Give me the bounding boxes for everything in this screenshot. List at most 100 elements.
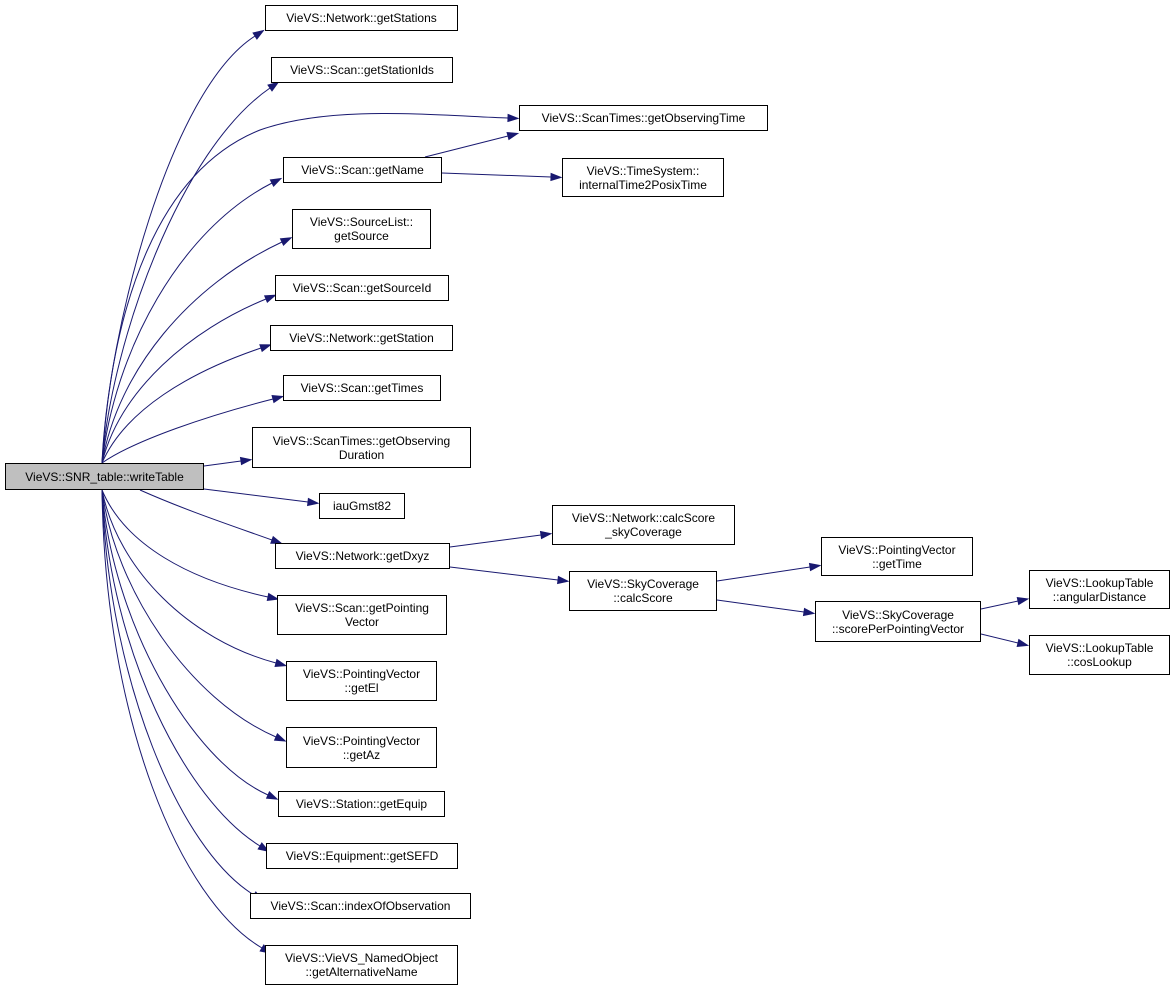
node-skycoverage-scoreperpointingvector[interactable]: VieVS::SkyCoverage ::scorePerPointingVec…: [815, 601, 981, 642]
node-pointingvector-gettime[interactable]: VieVS::PointingVector ::getTime: [821, 537, 973, 576]
edge-writetable-getdxyz-line: [139, 489, 273, 541]
node-scantimes-getobservingtime-line-1: VieVS::ScanTimes::getObservingTime: [541, 111, 746, 125]
edge-writetable-gettimes: [101, 395, 285, 464]
edge-writetable-getel-line: [101, 489, 277, 664]
node-scan-getsourceid[interactable]: VieVS::Scan::getSourceId: [275, 275, 449, 301]
edge-writetable-getsourceid-line: [101, 298, 267, 464]
edge-writetable-getdxyz: [139, 489, 283, 544]
edge-writetable-getstation-line: [101, 347, 262, 464]
edge-writetable-getname-line: [101, 182, 273, 464]
edge-skycalcscore-pvgettime: [716, 562, 822, 582]
edge-writetable-getname-arrowhead: [269, 177, 283, 187]
edge-writetable-getaz-arrowhead: [273, 732, 287, 742]
node-lookuptable-coslookup[interactable]: VieVS::LookupTable ::cosLookup: [1029, 635, 1170, 675]
edge-writetable-gettimes-arrowhead: [271, 395, 285, 404]
edge-writetable-getpointingvec-line: [101, 489, 269, 598]
node-scan-getstationids[interactable]: VieVS::Scan::getStationIds: [271, 57, 453, 83]
node-scantimes-getobservingduration-line-2: Duration: [338, 447, 385, 462]
node-network-getdxyz[interactable]: VieVS::Network::getDxyz: [275, 543, 450, 569]
edge-writetable-getequip: [101, 489, 279, 800]
node-timesystem-internaltime2posixtime[interactable]: VieVS::TimeSystem:: internalTime2PosixTi…: [562, 158, 724, 197]
edge-getdxyz-calcscoresky-line: [449, 534, 542, 548]
node-scan-getpointingvector[interactable]: VieVS::Scan::getPointing Vector: [277, 595, 447, 635]
edge-writetable-getel: [101, 489, 288, 667]
edge-skycalcscore-scoreperpv-arrowhead: [802, 607, 816, 617]
node-lookuptable-angulardistance[interactable]: VieVS::LookupTable ::angularDistance: [1029, 570, 1170, 609]
node-scan-getpointingvector-line-1: VieVS::Scan::getPointing: [295, 601, 429, 615]
node-network-getstations[interactable]: VieVS::Network::getStations: [265, 5, 458, 31]
node-vievs-namedobject-getalternativename-line-1: VieVS::VieVS_NamedObject: [285, 951, 438, 965]
node-pointingvector-getaz-line-1: VieVS::PointingVector: [302, 733, 421, 748]
node-pointingvector-gettime-line-1: VieVS::PointingVector: [838, 542, 956, 557]
edge-getdxyz-skycalcscore: [449, 566, 570, 585]
edge-writetable-getobstime-line: [101, 113, 509, 464]
node-scan-indexofobservation[interactable]: VieVS::Scan::indexOfObservation: [250, 893, 471, 919]
node-skycoverage-calcscore-line-1: VieVS::SkyCoverage: [587, 577, 699, 591]
edge-writetable-getstations: [101, 29, 265, 464]
edge-writetable-getel-arrowhead: [274, 658, 288, 667]
edge-writetable-gettimes-line: [101, 398, 274, 464]
edge-writetable-getstationids-arrowhead: [267, 81, 280, 92]
edge-writetable-getsourceid-arrowhead: [263, 294, 277, 304]
node-network-getdxyz-line-1: VieVS::Network::getDxyz: [295, 549, 430, 563]
node-scan-getname-line-1: VieVS::Scan::getName: [301, 163, 424, 177]
edge-scoreperpv-angulardist-line: [980, 600, 1019, 610]
edge-writetable-getobsdur-line: [203, 460, 242, 467]
node-writetable-line-1: VieVS::SNR_table::writeTable: [25, 469, 184, 484]
node-scantimes-getobservingtime[interactable]: VieVS::ScanTimes::getObservingTime: [519, 105, 768, 131]
node-pointingvector-getel[interactable]: VieVS::PointingVector ::getEl: [286, 661, 437, 701]
node-scan-gettimes[interactable]: VieVS::Scan::getTimes: [283, 375, 441, 401]
node-network-calcscore-skycoverage[interactable]: VieVS::Network::calcScore _skyCoverage: [552, 505, 735, 545]
node-sourcelist-getsource[interactable]: VieVS::SourceList:: getSource: [292, 209, 431, 249]
node-scantimes-getobservingduration-line-1: VieVS::ScanTimes::getObserving: [272, 433, 451, 448]
edge-writetable-iaugmst82: [203, 488, 320, 507]
node-network-calcscore-skycoverage-line-1: VieVS::Network::calcScore: [571, 511, 716, 525]
edge-getname-internaltime-arrowhead: [550, 172, 563, 182]
node-sourcelist-getsource-line-2: getSource: [334, 229, 389, 243]
edge-writetable-indexofobs-line: [101, 489, 255, 896]
node-vievs-namedobject-getalternativename[interactable]: VieVS::VieVS_NamedObject ::getAlternativ…: [265, 945, 458, 985]
edge-writetable-getsefd-arrowhead: [257, 842, 270, 852]
edge-writetable-getstationids-line: [101, 87, 271, 464]
node-equipment-getsefd[interactable]: VieVS::Equipment::getSEFD: [266, 843, 458, 869]
edge-getname-internaltime-line: [441, 172, 552, 178]
node-station-getequip[interactable]: VieVS::Station::getEquip: [278, 791, 445, 817]
node-scan-indexofobservation-line-1: VieVS::Scan::indexOfObservation: [270, 899, 451, 913]
node-network-calcscore-skycoverage-line-2: _skyCoverage: [605, 525, 682, 539]
edge-getname-internaltime: [441, 172, 563, 182]
edge-writetable-getobsdur: [203, 456, 253, 467]
edge-getdxyz-skycalcscore-line: [449, 566, 559, 581]
node-pointingvector-getel-line-2: ::getEl: [344, 681, 379, 695]
edge-writetable-getsefd-line: [101, 489, 261, 847]
edge-skycalcscore-pvgettime-line: [716, 566, 811, 582]
edge-writetable-iaugmst82-arrowhead: [307, 497, 320, 507]
node-pointingvector-getaz[interactable]: VieVS::PointingVector ::getAz: [286, 727, 437, 768]
node-timesystem-internaltime2posixtime-line-2: internalTime2PosixTime: [579, 177, 707, 192]
edge-writetable-getsource-line: [101, 241, 283, 464]
edge-writetable-getstationids: [101, 81, 280, 464]
node-skycoverage-calcscore[interactable]: VieVS::SkyCoverage ::calcScore: [569, 571, 717, 611]
edge-writetable-getobstime: [101, 113, 520, 464]
node-skycoverage-calcscore-line-2: ::calcScore: [613, 591, 673, 605]
edge-scoreperpv-coslookup-line: [980, 633, 1019, 644]
node-lookuptable-coslookup-line-2: ::cosLookup: [1067, 655, 1132, 669]
node-scantimes-getobservingduration[interactable]: VieVS::ScanTimes::getObserving Duration: [252, 427, 471, 468]
node-pointingvector-getaz-line-2: ::getAz: [342, 747, 381, 762]
node-network-getstation[interactable]: VieVS::Network::getStation: [270, 325, 453, 351]
edge-writetable-getobsdur-arrowhead: [239, 456, 253, 466]
edge-writetable-getname: [101, 177, 283, 464]
node-scan-getname[interactable]: VieVS::Scan::getName: [283, 157, 442, 183]
node-lookuptable-angulardistance-line-2: ::angularDistance: [1052, 589, 1147, 604]
edge-scoreperpv-coslookup-arrowhead: [1016, 638, 1030, 647]
edge-skycalcscore-scoreperpv-line: [716, 599, 805, 613]
edge-writetable-getaltname-line: [101, 489, 263, 949]
node-lookuptable-angulardistance-line-1: VieVS::LookupTable: [1045, 575, 1154, 590]
node-pointingvector-getel-line-1: VieVS::PointingVector: [302, 667, 421, 681]
edge-writetable-getpointingvec-arrowhead: [266, 592, 280, 601]
edge-writetable-iaugmst82-line: [203, 488, 309, 503]
edge-writetable-getstation: [101, 344, 272, 464]
node-iaugmst82[interactable]: iauGmst82: [319, 493, 405, 519]
edge-writetable-getsource: [101, 237, 293, 464]
node-scan-getstationids-line-1: VieVS::Scan::getStationIds: [290, 63, 434, 77]
